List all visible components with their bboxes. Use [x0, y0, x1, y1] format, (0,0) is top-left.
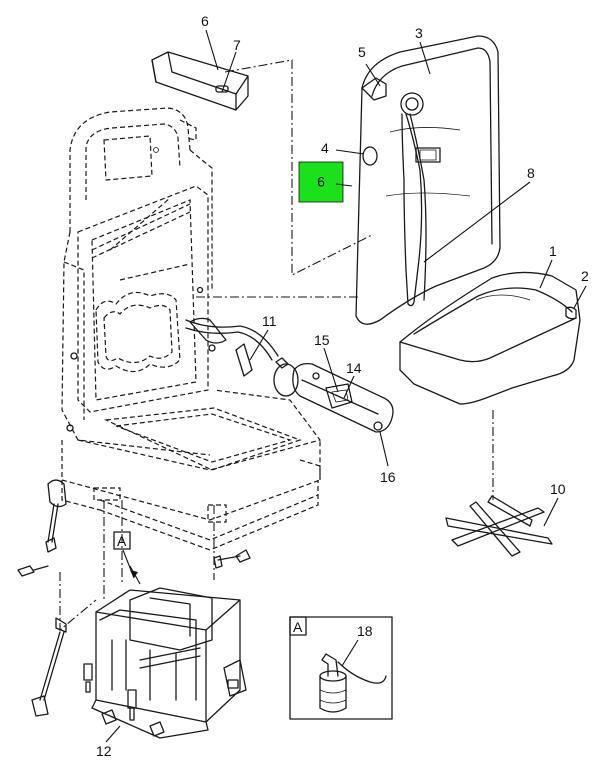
callout-leaders — [105, 29, 587, 743]
callout-5: 5 — [358, 44, 366, 60]
callout-12: 12 — [96, 743, 112, 759]
callout-16: 16 — [380, 469, 396, 485]
detail-ref-letter: A — [117, 533, 127, 549]
detail-box-letter: A — [293, 619, 303, 635]
callout-11: 11 — [262, 313, 277, 329]
callout-numbers: 6 7 3 5 4 9 8 1 2 11 15 14 16 10 12 18 — [96, 13, 589, 759]
callout-4: 4 — [321, 140, 329, 156]
seat-frame — [61, 107, 322, 551]
callout-9: 9 — [317, 174, 325, 190]
callout-14: 14 — [346, 360, 362, 376]
detail-a-box — [289, 616, 393, 720]
callout-1: 1 — [549, 243, 557, 259]
side-trim-control — [292, 362, 394, 433]
side-strut — [17, 479, 67, 717]
phantom-guide-lines — [59, 59, 494, 632]
callout-8: 8 — [527, 165, 535, 181]
detail-reference-a: A — [113, 531, 138, 579]
lumbar-pump — [185, 317, 299, 397]
callout-3: 3 — [415, 25, 423, 41]
callout-15: 15 — [314, 332, 330, 348]
callout-2: 2 — [581, 268, 589, 284]
seat-base — [83, 549, 251, 739]
callout-7: 7 — [233, 37, 241, 53]
callout-18: 18 — [357, 623, 373, 639]
callout-10: 10 — [550, 481, 566, 497]
seat-back-cushion — [355, 35, 501, 325]
callout-6: 6 — [201, 13, 209, 29]
cushion-support — [445, 495, 553, 557]
item-9-highlight — [298, 161, 344, 203]
seat-bottom-cushion — [399, 271, 581, 405]
headrest — [151, 51, 249, 111]
